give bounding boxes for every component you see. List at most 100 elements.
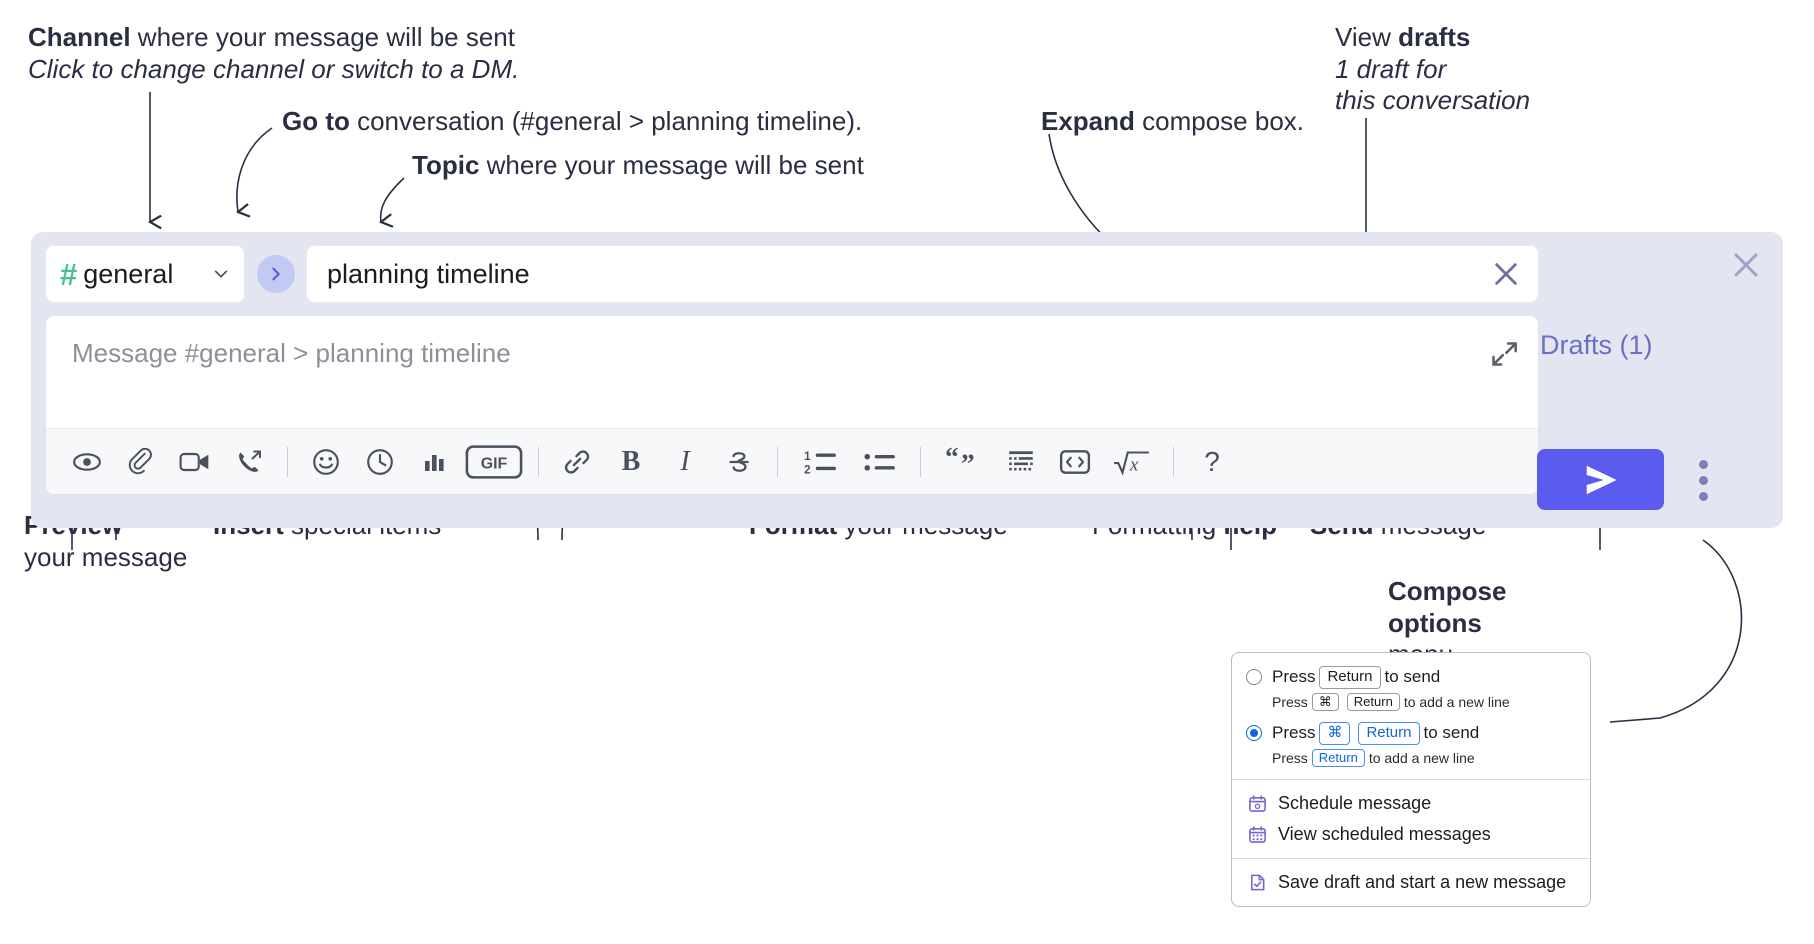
message-input-area[interactable]: Message #general > planning timeline — [45, 315, 1539, 495]
menu-item-schedule-message[interactable]: Schedule message — [1232, 788, 1590, 819]
radio-unselected-icon[interactable] — [1246, 669, 1262, 686]
bold-label: B — [621, 445, 641, 477]
toolbar-divider — [1173, 446, 1174, 477]
help-question-icon[interactable]: ? — [1185, 439, 1239, 485]
calendar-clock-icon — [1246, 794, 1268, 813]
option1-sub-tail: to add a new line — [1403, 693, 1510, 710]
clear-topic-icon[interactable] — [1490, 258, 1522, 290]
drafts-link[interactable]: Drafts (1) — [1540, 330, 1653, 360]
svg-text:“: “ — [945, 447, 959, 472]
compose-header-row: # general planning timeline — [45, 244, 1539, 304]
annotation-topic-rest: where your message will be sent — [479, 150, 864, 180]
link-icon[interactable] — [550, 439, 604, 485]
menu-item-save-draft[interactable]: Save draft and start a new message — [1232, 867, 1590, 898]
clock-icon[interactable] — [353, 439, 407, 485]
annotation-drafts-italic2: this conversation — [1335, 85, 1531, 116]
option2-sub-tail: to add a new line — [1368, 749, 1475, 766]
video-camera-icon[interactable] — [168, 439, 222, 485]
code-block-icon[interactable] — [994, 439, 1048, 485]
annotation-channel: Channel where your message will be sent … — [28, 22, 668, 85]
toolbar-divider — [287, 446, 288, 477]
option1-sub-press: Press — [1272, 693, 1308, 710]
code-inline-icon[interactable] — [1048, 439, 1102, 485]
message-placeholder: Message #general > planning timeline — [72, 338, 511, 368]
chevron-right-icon — [272, 267, 280, 281]
annotation-compose-bold1: Compose — [1388, 576, 1507, 606]
channel-name: general — [83, 258, 174, 289]
go-to-conversation-button[interactable] — [257, 255, 295, 293]
annotation-drafts-lead: View — [1335, 22, 1399, 52]
key-command: ⌘ — [1311, 692, 1339, 711]
svg-text:2: 2 — [804, 463, 810, 476]
svg-text:x: x — [1129, 454, 1139, 475]
gif-icon[interactable]: GIF — [461, 439, 527, 485]
option1-tail: to send — [1384, 667, 1441, 687]
annotation-drafts: View drafts 1 draft for this conversatio… — [1335, 22, 1635, 117]
kebab-dot — [1698, 491, 1708, 501]
annotation-expand-rest: compose box. — [1134, 106, 1305, 136]
math-formula-icon[interactable]: x — [1102, 439, 1162, 485]
annotation-topic-bold: Topic — [412, 150, 480, 180]
option2-tail: to send — [1423, 723, 1480, 743]
key-command: ⌘ — [1319, 722, 1351, 745]
menu-option-return-to-send[interactable]: Press Return to send — [1232, 663, 1590, 692]
compose-options-button[interactable] — [1690, 455, 1716, 505]
annotation-drafts-italic1: 1 draft for — [1335, 53, 1447, 84]
send-button[interactable] — [1537, 449, 1664, 510]
preview-icon[interactable] — [60, 439, 114, 485]
option1-press: Press — [1272, 667, 1316, 687]
italic-icon[interactable]: I — [658, 439, 712, 485]
svg-text:1: 1 — [804, 449, 811, 462]
menu-divider — [1232, 779, 1590, 780]
key-return: Return — [1311, 748, 1365, 767]
expand-compose-icon[interactable] — [1490, 340, 1518, 368]
annotation-goto-bold: Go to — [282, 106, 350, 136]
annotation-goto: Go to conversation (#general > planning … — [282, 106, 862, 138]
blockquote-icon[interactable]: “” — [932, 439, 994, 485]
topic-input[interactable]: planning timeline — [306, 245, 1539, 303]
compose-box: # general planning timeline Message #gen… — [31, 232, 1783, 528]
toolbar-divider — [920, 446, 921, 477]
svg-text:GIF: GIF — [481, 455, 508, 472]
bold-icon[interactable]: B — [604, 439, 658, 485]
strikethrough-icon[interactable] — [712, 439, 766, 485]
menu-option-cmd-return-to-send[interactable]: Press ⌘ Return to send — [1232, 719, 1590, 748]
hash-icon: # — [60, 256, 77, 292]
annotation-topic: Topic where your message will be sent — [412, 150, 864, 182]
annotation-expand: Expand compose box. — [1041, 106, 1304, 138]
option2-press: Press — [1272, 723, 1316, 743]
bulleted-list-icon[interactable] — [851, 439, 909, 485]
menu-divider — [1232, 858, 1590, 859]
menu-item-view-scheduled-messages[interactable]: View scheduled messages — [1232, 819, 1590, 850]
annotation-drafts-bold: drafts — [1398, 22, 1471, 52]
annotation-goto-rest: conversation (#general > planning timeli… — [349, 106, 863, 136]
annotation-channel-italic: Click to change channel or switch to a D… — [28, 53, 520, 84]
key-return: Return — [1346, 692, 1400, 711]
menu-item-label: Schedule message — [1278, 793, 1432, 813]
attachment-paperclip-icon[interactable] — [114, 439, 168, 485]
save-draft-icon — [1246, 873, 1268, 892]
annotation-preview-rest: your message — [24, 541, 188, 572]
topic-value: planning timeline — [327, 258, 530, 289]
emoji-smiley-icon[interactable] — [299, 439, 353, 485]
svg-text:”: ” — [961, 447, 975, 476]
annotation-channel-rest: where your message will be sent — [130, 22, 515, 52]
send-paper-plane-icon — [1586, 465, 1617, 494]
key-return: Return — [1319, 666, 1381, 689]
channel-select[interactable]: # general — [45, 245, 245, 303]
menu-item-label: Save draft and start a new message — [1278, 872, 1567, 892]
toolbar-divider — [538, 446, 539, 477]
kebab-dot — [1698, 475, 1708, 485]
radio-selected-icon[interactable] — [1246, 725, 1262, 742]
kebab-dot — [1698, 459, 1708, 469]
close-compose-button[interactable] — [1731, 250, 1761, 280]
toolbar-divider — [777, 446, 778, 477]
menu-option2-subtext: Press Return to add a new line — [1232, 748, 1590, 771]
menu-item-label: View scheduled messages — [1278, 824, 1491, 844]
bar-chart-icon[interactable] — [407, 439, 461, 485]
phone-forward-icon[interactable] — [222, 439, 276, 485]
annotation-expand-bold: Expand — [1041, 106, 1135, 136]
compose-options-menu: Press Return to send Press ⌘ Return to a… — [1231, 652, 1591, 907]
menu-option1-subtext: Press ⌘ Return to add a new line — [1232, 692, 1590, 715]
